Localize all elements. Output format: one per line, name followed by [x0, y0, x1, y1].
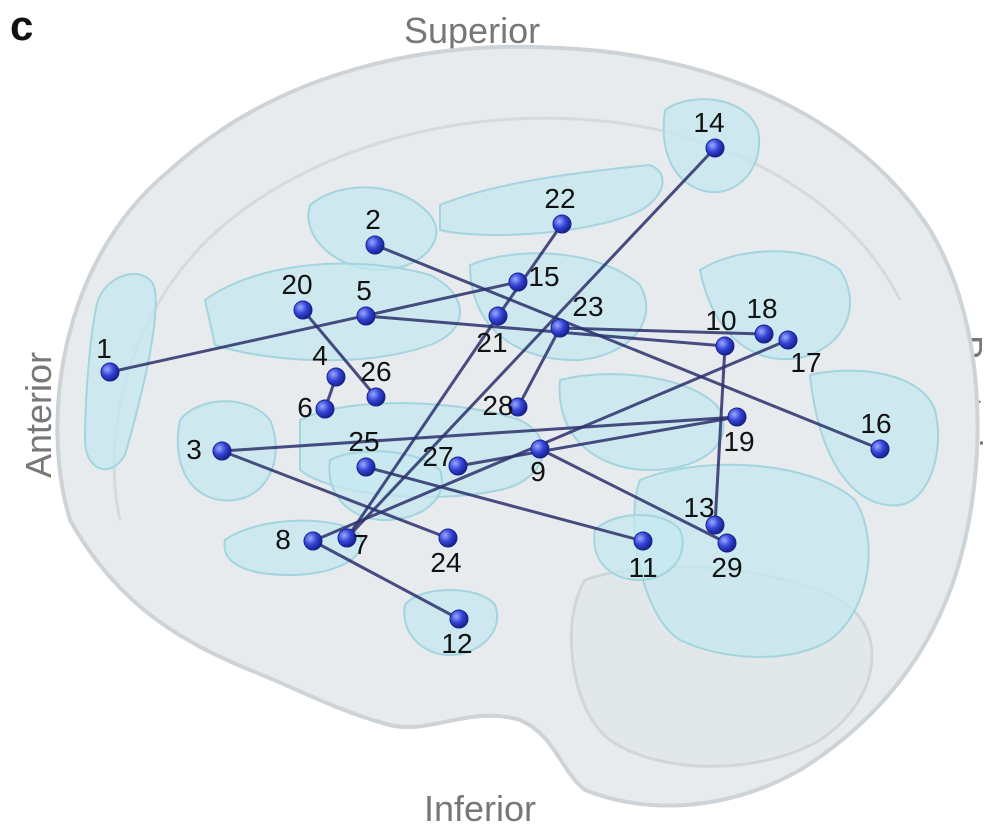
edge-22-21 [496, 223, 564, 317]
node-label-2: 2 [365, 204, 381, 235]
node-label-19: 19 [723, 426, 754, 457]
edge-2-16 [374, 243, 881, 451]
edge-20-26 [301, 309, 378, 398]
edge-5-10 [365, 314, 726, 348]
node-21 [488, 306, 508, 326]
region [83, 273, 157, 471]
node-9 [530, 439, 550, 459]
node-22 [552, 214, 572, 234]
node-19 [727, 407, 747, 427]
node-7 [337, 528, 357, 548]
node-label-9: 9 [530, 456, 546, 487]
edge-7-21 [345, 315, 500, 539]
edge-23-28 [516, 327, 562, 408]
node-25 [356, 457, 376, 477]
edge-23-18 [559, 326, 765, 336]
node-28 [508, 397, 528, 417]
node-label-16: 16 [860, 408, 891, 439]
node-29 [717, 533, 737, 553]
node-label-18: 18 [746, 293, 777, 324]
node-3 [212, 441, 232, 461]
node-label-28: 28 [482, 390, 513, 421]
edge-8-12 [312, 539, 460, 621]
node-label-21: 21 [476, 327, 507, 358]
node-26 [366, 387, 386, 407]
node-12 [449, 609, 469, 629]
node-label-12: 12 [441, 628, 472, 659]
node-18 [754, 324, 774, 344]
node-6 [315, 399, 335, 419]
node-label-6: 6 [297, 392, 313, 423]
node-label-13: 13 [683, 492, 714, 523]
node-label-20: 20 [281, 269, 312, 300]
node-27 [448, 456, 468, 476]
node-13 [705, 515, 725, 535]
region [808, 369, 939, 507]
edge-1-15 [109, 280, 519, 374]
node-label-17: 17 [790, 347, 821, 378]
node-label-23: 23 [572, 291, 603, 322]
node-label-25: 25 [348, 426, 379, 457]
node-15 [508, 272, 528, 292]
region [633, 463, 870, 658]
node-label-26: 26 [360, 356, 391, 387]
label-superior: Superior [404, 10, 541, 51]
region [307, 186, 438, 272]
node-23 [550, 318, 570, 338]
node-11 [633, 531, 653, 551]
node-label-4: 4 [312, 340, 328, 371]
region [439, 163, 664, 236]
node-label-5: 5 [356, 275, 372, 306]
edge-3-24 [221, 449, 449, 540]
node-label-14: 14 [693, 107, 724, 138]
edge-9-29 [539, 447, 728, 545]
node-label-27: 27 [422, 441, 453, 472]
edge-8-17 [312, 338, 789, 543]
node-4 [326, 367, 346, 387]
node-label-1: 1 [96, 333, 112, 364]
brain-regions [83, 98, 939, 658]
node-label-11: 11 [628, 552, 657, 583]
label-inferior: Inferior [424, 788, 537, 829]
node-1 [100, 362, 120, 382]
node-5 [356, 306, 376, 326]
node-20 [293, 300, 313, 320]
node-label-22: 22 [544, 183, 575, 214]
edge-7-14 [345, 146, 717, 540]
node-8 [303, 531, 323, 551]
node-17 [778, 330, 798, 350]
nodes: 1234567891011121314151617181920212223242… [96, 107, 891, 659]
node-24 [438, 528, 458, 548]
node-16 [870, 439, 890, 459]
edge-3-19 [221, 415, 738, 453]
node-label-10: 10 [705, 305, 736, 336]
edge-27-19 [457, 415, 738, 468]
edge-25-11 [365, 465, 644, 543]
node-10 [715, 336, 735, 356]
node-2 [365, 235, 385, 255]
node-label-8: 8 [275, 524, 291, 555]
node-label-3: 3 [186, 434, 202, 465]
edge-10-13 [713, 345, 727, 526]
node-label-24: 24 [430, 547, 461, 578]
node-label-15: 15 [528, 261, 559, 292]
node-label-7: 7 [353, 529, 369, 560]
node-14 [705, 138, 725, 158]
node-label-29: 29 [711, 552, 742, 583]
panel-label: c [10, 2, 34, 49]
